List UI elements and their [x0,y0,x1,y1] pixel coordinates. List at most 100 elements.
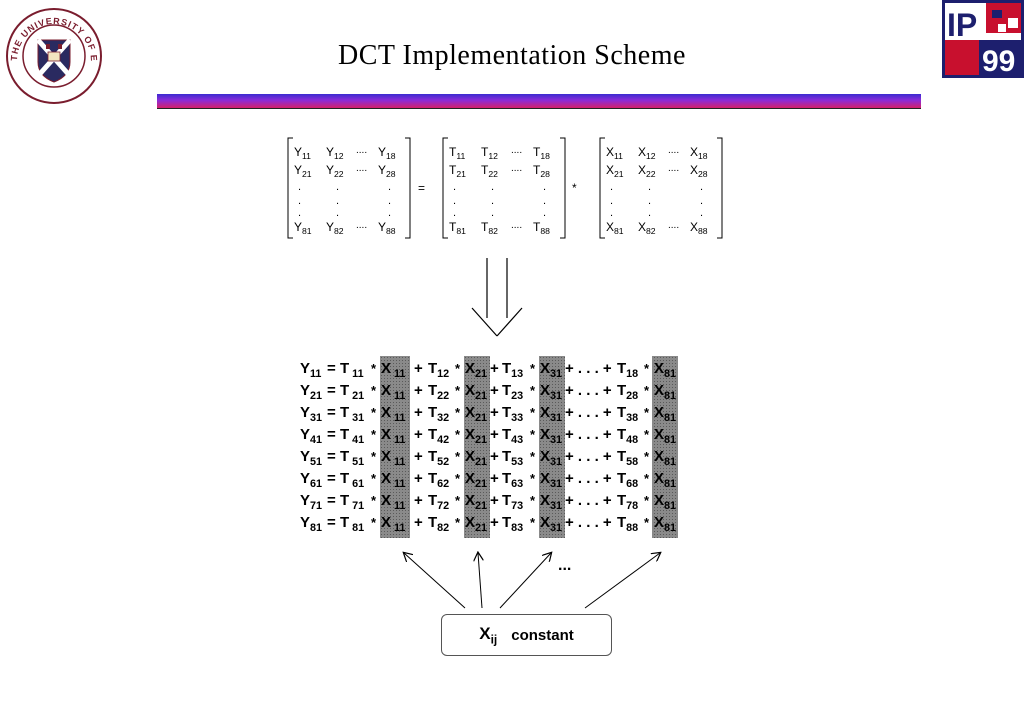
t-term: T13 [502,360,523,380]
t-term: T 81 [340,514,364,534]
t-matrix-dot: . [543,207,546,219]
t-matrix-dot: . [453,195,456,207]
arrow-to-col1 [404,553,466,609]
y-term: Y61 [300,470,322,490]
plus-sign: + [414,470,423,487]
multiply-sign: * [455,427,461,442]
x-term: X 11 [381,492,405,512]
multiply-sign: * [644,493,650,508]
y-term: Y81 [300,514,322,534]
x-matrix-entry: X18 [690,145,708,161]
t-term: T 31 [340,404,364,424]
x-matrix-ellipsis: .... [668,163,679,174]
t-matrix-ellipsis: .... [511,220,522,231]
x-matrix-entry: X12 [638,145,656,161]
x-matrix-entry: X11 [606,145,623,161]
t-term: T72 [428,492,449,512]
constant-label: constant [511,626,574,644]
x-term: X31 [540,492,562,512]
x-term: X 11 [381,514,405,534]
equals-sign: = [327,514,336,531]
expansion-equations: Y11=T 11*X 11+T12*X21+T13*X31+ . . . +T1… [300,360,676,534]
multiply-sign: * [455,383,461,398]
x-column-shade-4 [652,356,678,538]
y-term: Y51 [300,448,322,468]
ellipsis-sum: + . . . + [565,514,612,531]
x-term: X31 [540,404,562,424]
multiply-sign: * [530,427,536,442]
y-matrix-dot: . [388,181,391,193]
plus-sign: + [490,514,499,531]
multiply-sign: * [572,181,577,195]
t-term: T 61 [340,470,364,490]
multiply-sign: * [455,515,461,530]
y-matrix-dot: . [336,195,339,207]
arrow-to-col2 [478,553,482,609]
multiply-sign: * [644,361,650,376]
x-matrix-entry: X28 [690,163,708,179]
multiply-sign: * [644,515,650,530]
y-matrix-dot: . [298,195,301,207]
ellipsis-sum: + . . . + [565,404,612,421]
arrow-to-col4 [584,553,660,609]
multiply-sign: * [455,405,461,420]
equals-sign: = [418,181,425,195]
x-matrix-entry: X81 [606,220,624,236]
t-term: T 71 [340,492,364,512]
x-term: X21 [465,514,487,534]
x-matrix-dot: . [610,207,613,219]
t-term: T58 [617,448,638,468]
x-matrix-dot: . [648,181,651,193]
multiply-sign: * [455,493,461,508]
equals-sign: = [327,360,336,377]
x-matrix-entry: X22 [638,163,656,179]
title-divider-bar [157,94,921,108]
page-title: DCT Implementation Scheme [338,40,686,71]
equals-sign: = [327,404,336,421]
matrix-bracket [442,137,566,239]
x-term: X81 [654,514,676,534]
t-term: T33 [502,404,523,424]
ellipsis-sum: + . . . + [565,382,612,399]
x-term: X81 [654,404,676,424]
x-term: X81 [654,448,676,468]
multiply-sign: * [371,405,377,420]
t-term: T38 [617,404,638,424]
multiply-sign: * [371,427,377,442]
multiply-sign: * [371,515,377,530]
x-matrix-dot: . [648,207,651,219]
x-term: X21 [465,470,487,490]
multiply-sign: * [644,449,650,464]
x-term: X81 [654,426,676,446]
y-term: Y41 [300,426,322,446]
equals-sign: = [327,470,336,487]
multiply-sign: * [644,471,650,486]
x-matrix-entry: X88 [690,220,708,236]
x-term: X31 [540,382,562,402]
x-matrix-entry: X82 [638,220,656,236]
t-term: T82 [428,514,449,534]
y-term: Y71 [300,492,322,512]
x-matrix-dot: . [700,207,703,219]
x-matrix-entry: X21 [606,163,624,179]
plus-sign: + [414,404,423,421]
t-matrix-dot: . [453,207,456,219]
ip-logo-text: IP [947,7,977,43]
plus-sign: + [490,426,499,443]
multiply-sign: * [530,471,536,486]
t-term: T22 [428,382,449,402]
99-logo-text: 99 [982,45,1015,78]
equals-sign: = [327,382,336,399]
y-term: Y31 [300,404,322,424]
equals-sign: = [327,492,336,509]
university-crest-logo: THE UNIVERSITY OF EDINBURGH [4,6,102,104]
t-term: T 21 [340,382,364,402]
t-term: T 51 [340,448,364,468]
y-matrix-ellipsis: .... [356,220,367,231]
t-matrix-entry: T82 [481,220,498,236]
t-term: T78 [617,492,638,512]
x-term: X21 [465,448,487,468]
t-matrix-entry: T28 [533,163,550,179]
ellipsis-sum: + . . . + [565,360,612,377]
